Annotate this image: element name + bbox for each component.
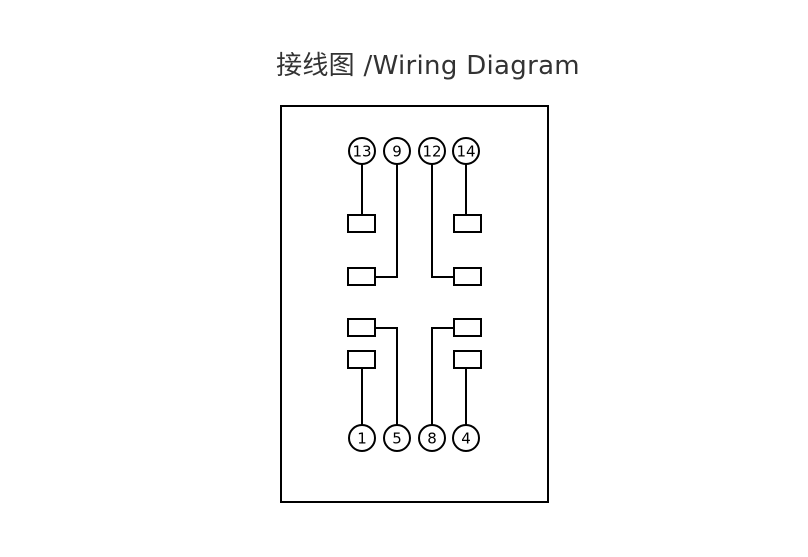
wire-9	[375, 164, 398, 278]
bottom-pins: 1 5 8 4	[348, 424, 480, 452]
top-pins: 13 9 12 14	[348, 137, 480, 165]
pin-label: 14	[456, 143, 475, 161]
pin-label: 4	[461, 430, 471, 448]
contact-coil-right	[453, 318, 482, 337]
contact-upper-left	[347, 214, 376, 233]
pin-circle	[418, 424, 446, 452]
wire-8	[431, 327, 454, 425]
contact-coil-left	[347, 318, 376, 337]
pin-circle	[383, 424, 411, 452]
pin-circle	[383, 137, 411, 165]
pin-label: 12	[422, 143, 441, 161]
pin-label: 9	[392, 143, 402, 161]
pin-label: 8	[427, 430, 437, 448]
pin-circle	[348, 424, 376, 452]
contact-lower-left	[347, 350, 376, 369]
pin-circle	[452, 424, 480, 452]
contact-middle-left	[347, 267, 376, 286]
contacts	[347, 214, 482, 369]
diagram-title: 接线图 /Wiring Diagram	[276, 51, 580, 81]
pin-label: 1	[357, 430, 367, 448]
pin-circle	[418, 137, 446, 165]
pin-circle	[348, 137, 376, 165]
contact-middle-right	[453, 267, 482, 286]
wire-5	[375, 327, 398, 425]
wires	[361, 164, 467, 425]
relay-housing	[280, 105, 549, 503]
pin-label: 13	[352, 143, 371, 161]
contact-lower-right	[453, 350, 482, 369]
wire-12	[431, 164, 454, 278]
pin-circle	[452, 137, 480, 165]
pin-label: 5	[392, 430, 402, 448]
contact-upper-right	[453, 214, 482, 233]
